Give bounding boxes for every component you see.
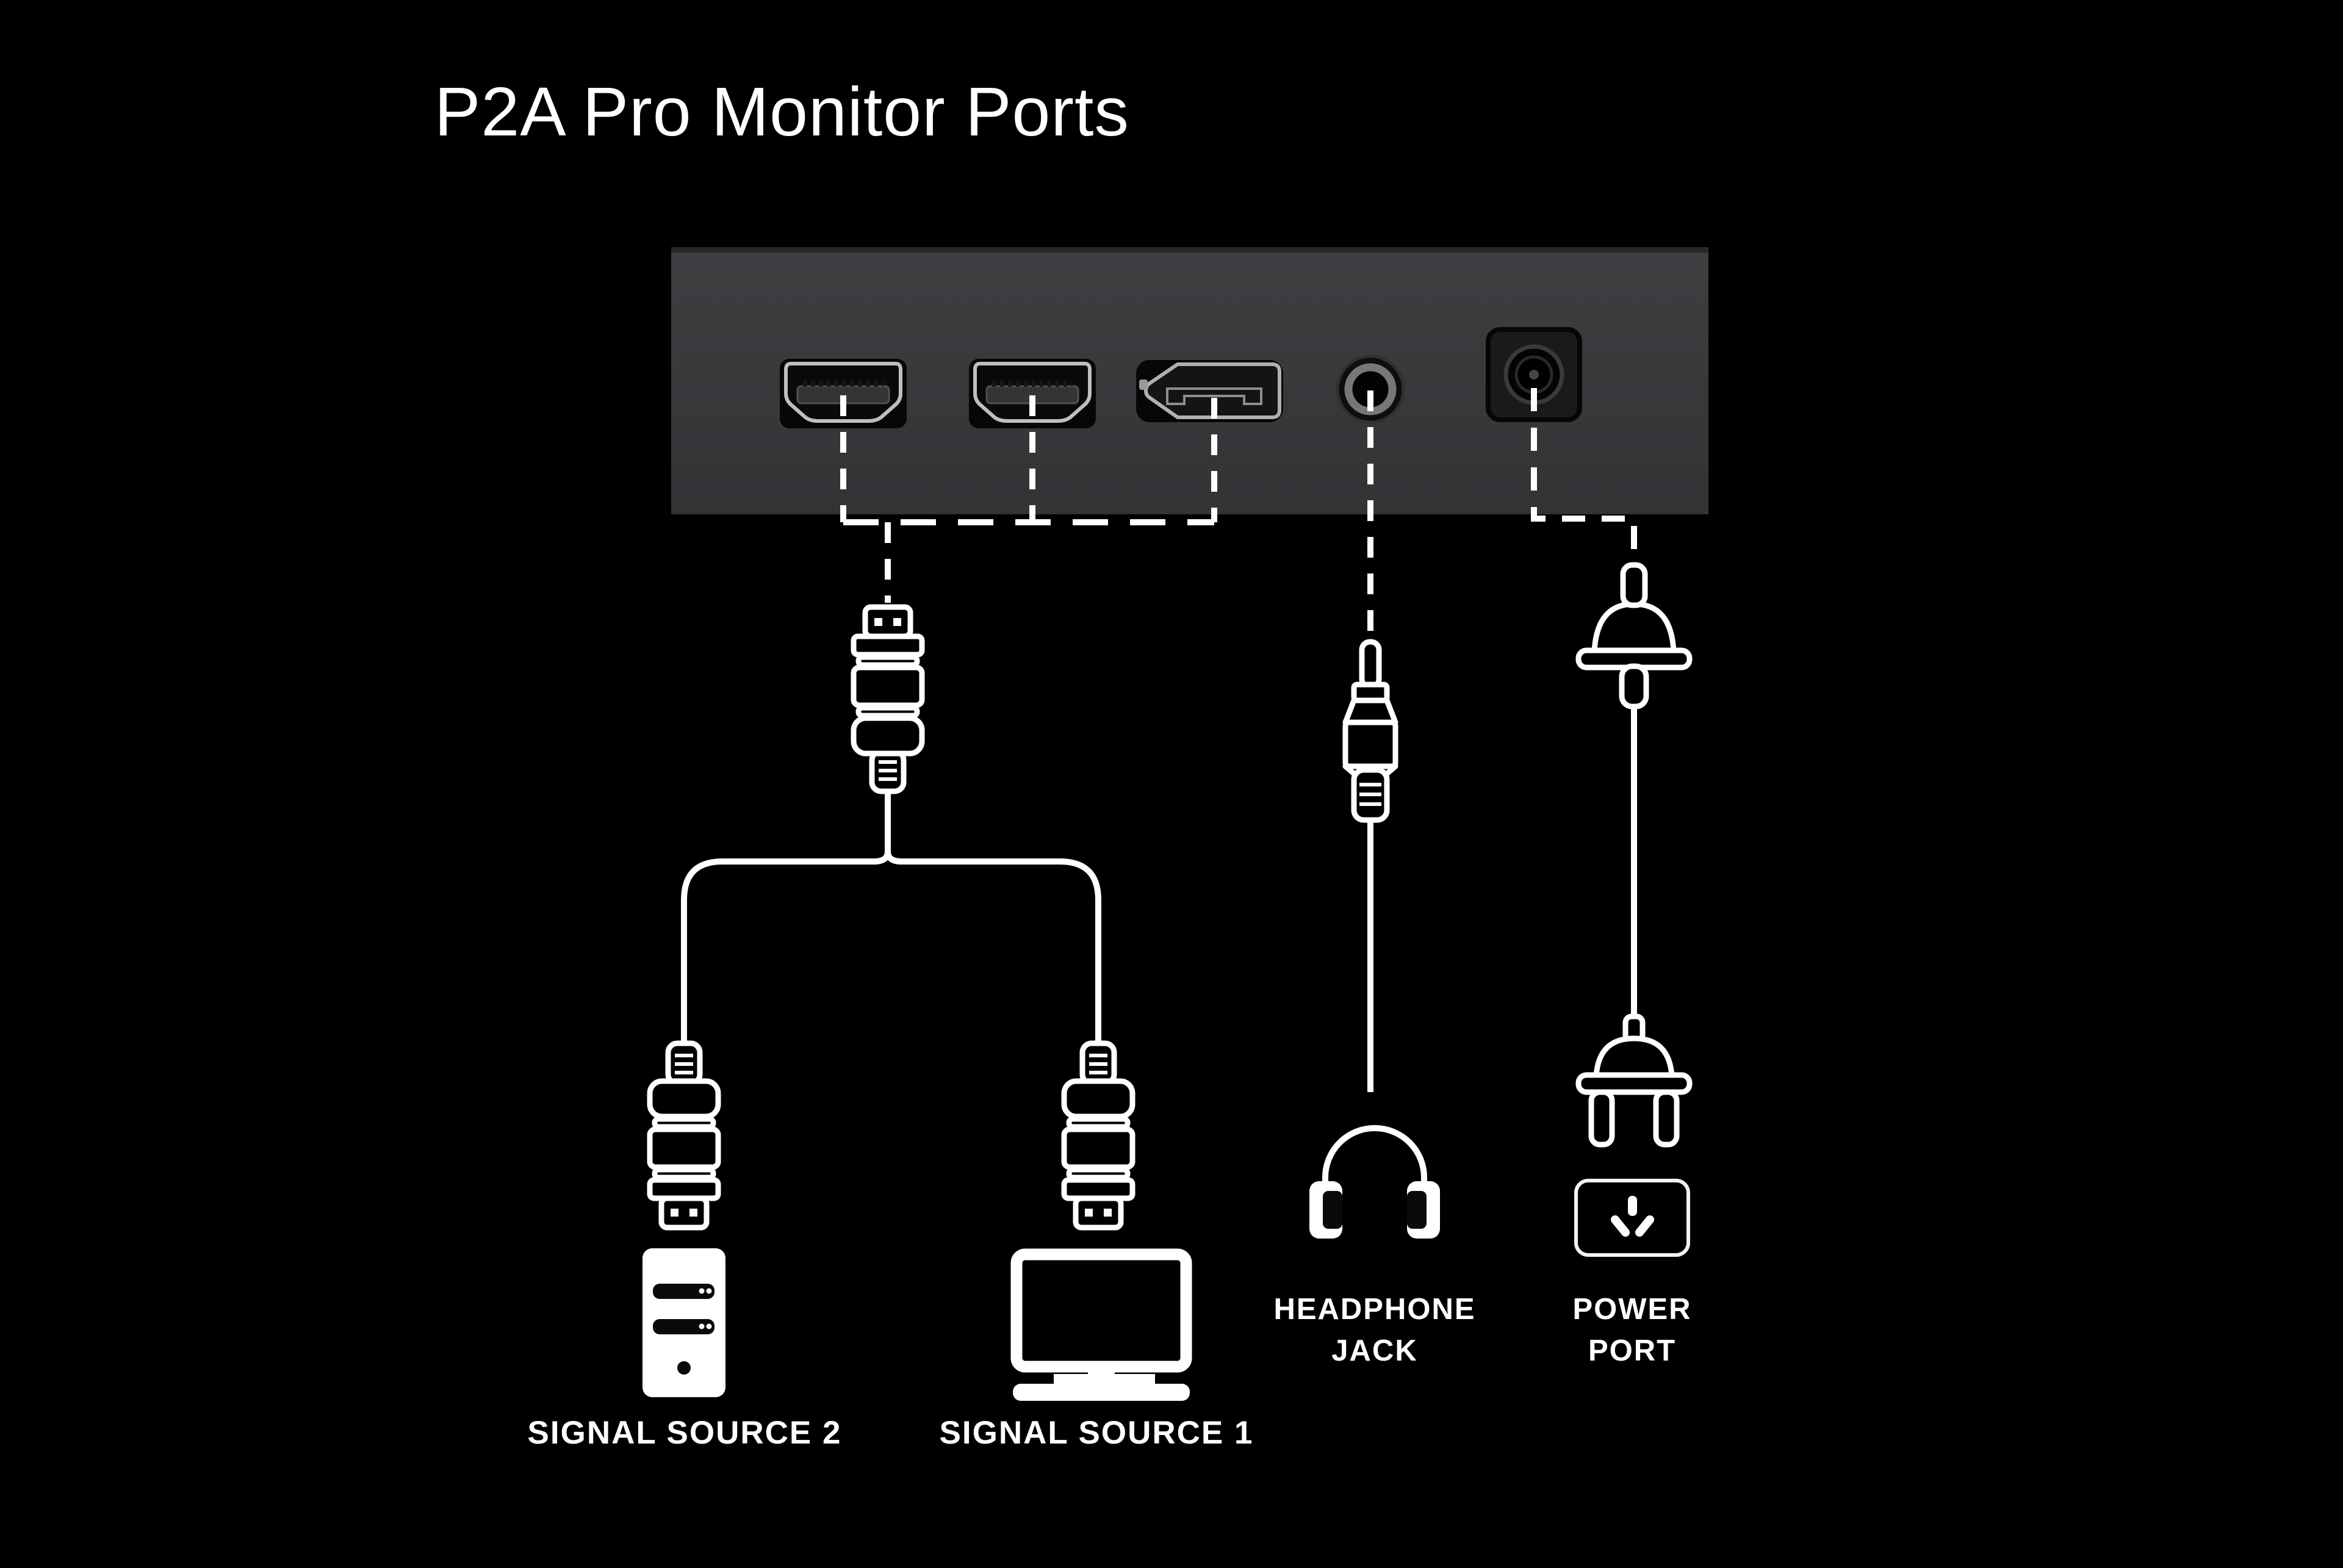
monitor-icon [1010,1248,1192,1401]
hdmi-connector-left-icon [650,1043,718,1228]
callout-lines [840,388,1637,639]
signal-source-1-label: SIGNAL SOURCE 1 [939,1415,1254,1451]
desktop-tower-icon [642,1248,725,1397]
monitor-panel [671,247,1708,514]
hdmi-connector-top-icon [854,607,922,791]
power-outlet-icon [1574,1179,1690,1257]
displayport-port-icon [1136,360,1283,422]
headphone-jack-label-line2: JACK [1331,1334,1418,1367]
hdmi-connector-right-icon [1064,1043,1132,1228]
power-port-label-line2: PORT [1588,1334,1677,1367]
headphone-jack-label-line1: HEADPHONE [1273,1293,1476,1326]
headphones-icon [1309,1125,1440,1239]
power-callout-line [1531,388,1637,565]
audio-plug-icon [1342,639,1398,823]
headphone-jack-port-icon [1336,354,1405,424]
power-cable [1575,562,1693,1148]
power-port-icon [1486,327,1582,422]
power-port-label-line1: POWER [1572,1293,1692,1326]
headphone-cable [1342,639,1398,1092]
hdmi-port-1-icon [780,359,907,428]
dc-plug-icon [1575,562,1693,710]
cable-branch-right [885,851,1101,1045]
two-prong-plug-icon [1575,1013,1693,1148]
page-title: P2A Pro Monitor Ports [434,73,1129,150]
video-y-cable [650,607,1132,1228]
hdmi-port-2-icon [969,359,1096,428]
cable-branch-left [681,851,891,1045]
signal-source-2-label: SIGNAL SOURCE 2 [527,1415,842,1451]
